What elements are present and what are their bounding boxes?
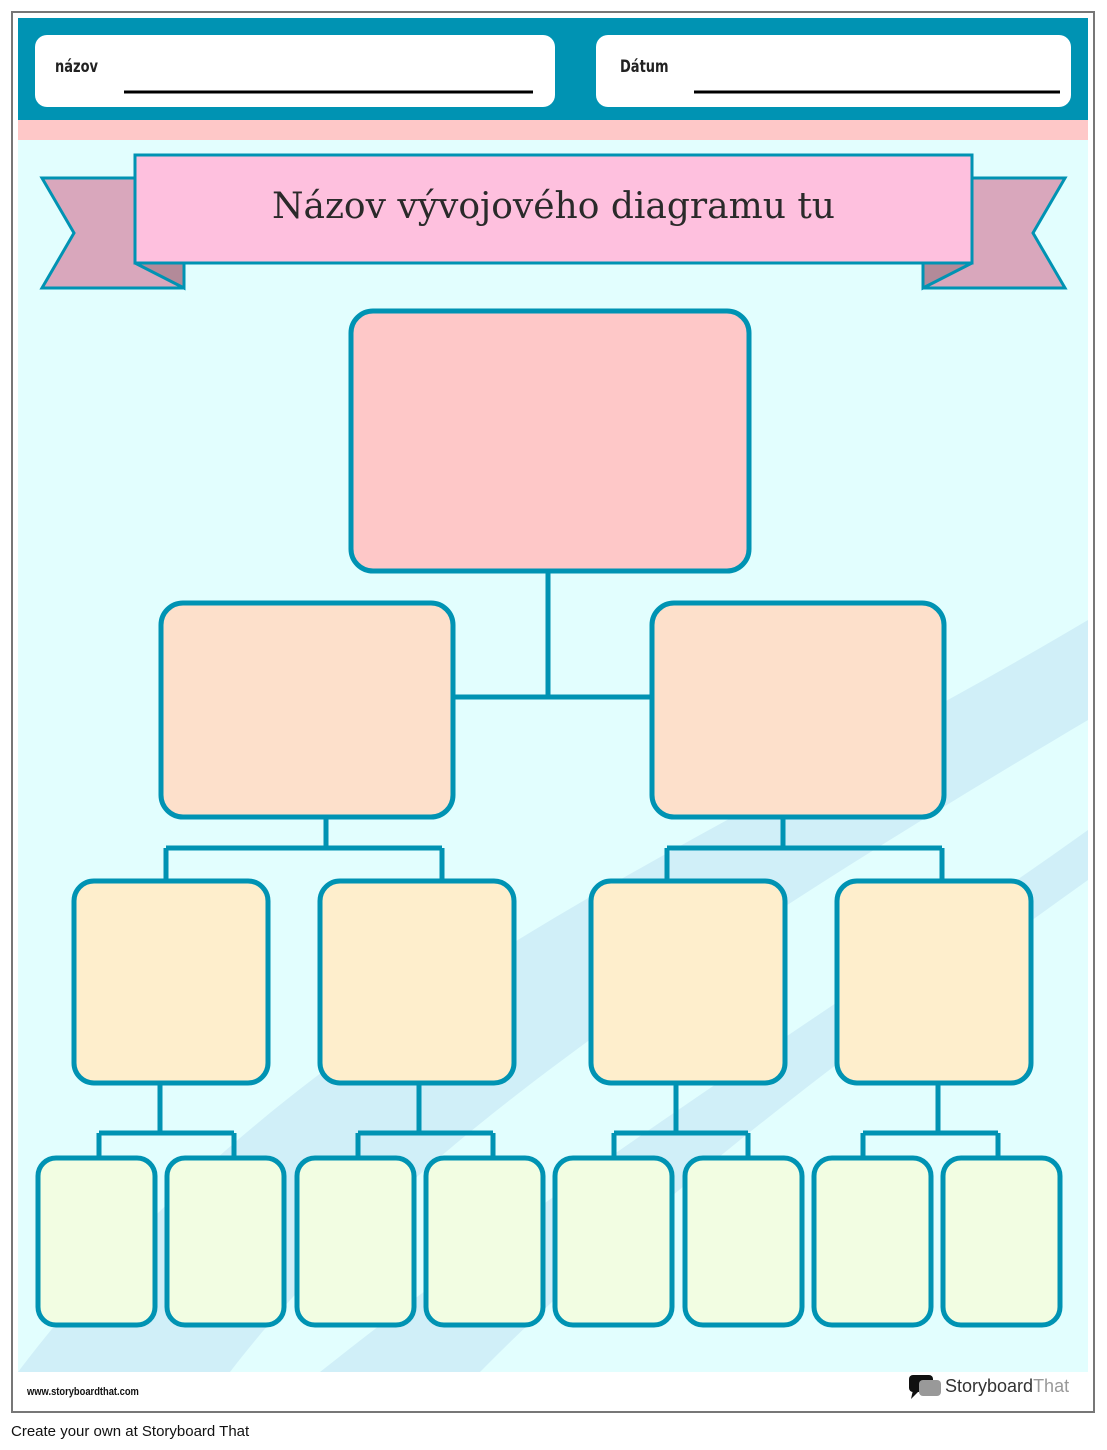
name-label: názov <box>55 57 99 77</box>
flow-box-level3[interactable] <box>834 878 1034 1086</box>
flow-box-level4[interactable] <box>423 1155 546 1328</box>
flowchart-title[interactable]: Názov vývojového diagramu tu <box>271 186 835 227</box>
flow-box-level4[interactable] <box>552 1155 675 1328</box>
flow-box-level4[interactable] <box>682 1155 805 1328</box>
flow-box-level1[interactable] <box>348 308 752 574</box>
flow-box-level4[interactable] <box>940 1155 1063 1328</box>
flow-box-level3[interactable] <box>588 878 788 1086</box>
flow-box-level4[interactable] <box>164 1155 287 1328</box>
date-field[interactable] <box>596 35 1071 107</box>
flow-box-level3[interactable] <box>71 878 271 1086</box>
flow-box-level4[interactable] <box>811 1155 934 1328</box>
title-banner <box>39 153 1068 291</box>
connectors <box>96 571 1001 1158</box>
footer-url: www.storyboardthat.com <box>27 1386 139 1398</box>
flow-box-level2[interactable] <box>158 600 456 820</box>
brand-text-a: Storyboard <box>945 1376 1034 1396</box>
flow-box-level2[interactable] <box>649 600 947 820</box>
brand-logo-text: StoryboardThat <box>945 1376 1069 1397</box>
storyboardthat-logo-icon <box>909 1375 941 1399</box>
flow-box-level3[interactable] <box>317 878 517 1086</box>
flow-box-level4[interactable] <box>35 1155 158 1328</box>
date-label: Dátum <box>620 57 669 77</box>
flow-box-level4[interactable] <box>294 1155 417 1328</box>
name-field[interactable] <box>35 35 555 107</box>
create-your-own-link[interactable]: Create your own at Storyboard That <box>11 1423 250 1440</box>
brand-text-b: That <box>1033 1376 1070 1396</box>
